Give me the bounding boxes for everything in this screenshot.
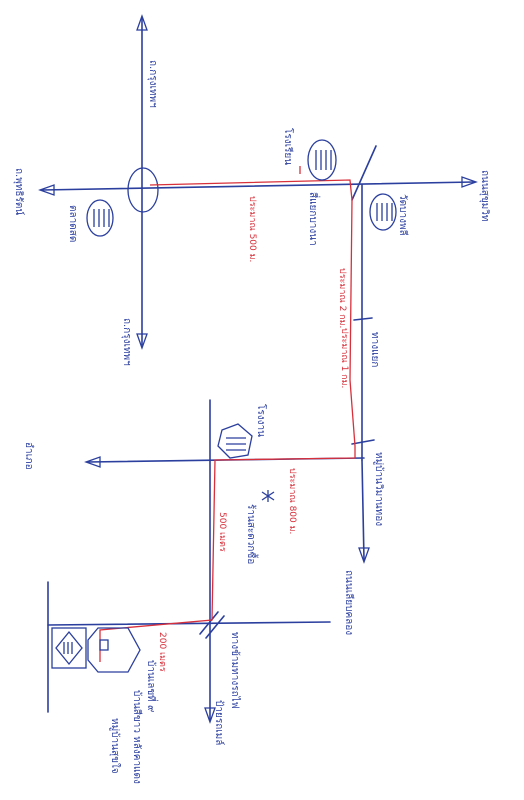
tick-mark-1 <box>353 317 373 321</box>
market-icon <box>86 199 114 237</box>
house-icon <box>87 627 141 673</box>
distance-6: 200 เมตร <box>157 632 167 672</box>
label-market: ตลาดสด <box>67 205 78 242</box>
label-office: อำเภอ <box>23 442 34 470</box>
label-crossing: ทางข้ามทางรถไฟ <box>229 632 241 709</box>
label-landmark: ร้านสะดวกซื้อ <box>245 504 259 564</box>
distance-2: ประมาณ 500 ม. <box>247 196 257 262</box>
factory-icon <box>217 423 253 459</box>
label-junction1: สี่แยกบางนา <box>307 192 321 246</box>
label-temple: วัดบางพลี <box>397 194 409 236</box>
label-village: หมู่บ้านวิมานทอง <box>373 452 385 526</box>
railway-crossing-mark-1 <box>199 611 219 635</box>
arrow-west-icon <box>38 184 55 196</box>
label-bus-stop: ป้ายรถเมล์ <box>213 700 225 745</box>
road-top-horizontal <box>41 181 475 191</box>
label-north: ถ.กรุงเทพฯ <box>147 60 158 108</box>
road-right-vertical-lower <box>361 459 365 561</box>
tick-mark-2 <box>351 439 375 445</box>
arrow-central-down-icon <box>204 707 216 724</box>
label-road-left: ถนนเลียบคลอง <box>343 570 355 635</box>
crossing-mark-top <box>351 145 377 201</box>
distance-3: ประมาณ 1 กม. <box>339 328 349 388</box>
arrow-east-icon <box>461 176 478 188</box>
label-junction2: ทางแยก <box>369 332 380 367</box>
label-factory: โรงงาน <box>255 404 268 437</box>
arrow-north-icon <box>136 14 148 31</box>
label-south: ถ.กรุงเทพฯ <box>121 318 132 366</box>
arrow-middle-west-icon <box>84 456 101 468</box>
label-east: ถนนสุขุมวิท <box>479 170 490 221</box>
label-home: บ้านเลขที่ ๙ <box>145 660 159 712</box>
label-village-name: หมู่บ้านสุขใจ <box>109 718 121 774</box>
star-mark-icon <box>261 490 275 502</box>
school-icon <box>307 139 337 181</box>
road-lower-horizontal <box>47 621 331 626</box>
office-icon <box>51 627 87 669</box>
arrow-down-right-icon <box>358 547 370 564</box>
distance-4: ประมาณ 800 ม. <box>287 468 297 534</box>
arrow-south-icon <box>136 333 148 350</box>
label-house-desc: บ้านสีขาว หลังคาแดง <box>131 690 143 784</box>
railway-crossing-mark-2 <box>205 615 225 639</box>
distance-1: ประมาณ 2 กม. <box>337 268 347 328</box>
label-west: ถ.พุทธิรัตน์ <box>13 168 25 215</box>
temple-icon <box>369 193 397 231</box>
route-path <box>99 179 356 662</box>
roundabout-circle <box>127 167 159 213</box>
label-school: โรงเรียน <box>282 128 295 165</box>
distance-5: 500 เมตร <box>217 512 227 552</box>
